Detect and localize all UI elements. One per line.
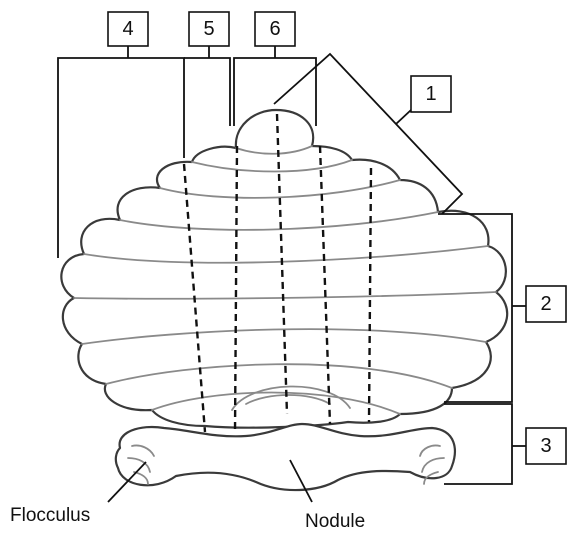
zone-boundaries: [182, 113, 373, 433]
nodule-pointer: [289, 459, 313, 503]
callout-4-number: 4: [122, 18, 133, 40]
fissure-line: [83, 245, 489, 264]
right-flocculus-fold: [421, 457, 445, 473]
fissure-line: [105, 363, 453, 389]
dashed-boundary: [318, 145, 332, 425]
callout-4: 4: [107, 11, 149, 47]
bracket-3: [444, 403, 513, 485]
callout-1-number: 1: [425, 83, 436, 105]
bracket-2: [438, 213, 513, 403]
left-flocculus-fold: [127, 457, 151, 473]
callout-1: 1: [410, 75, 452, 113]
dashed-boundary: [367, 167, 373, 423]
fissure-line: [73, 291, 497, 300]
cerebellum-body: [60, 108, 509, 429]
callout-3-number: 3: [540, 435, 551, 457]
left-flocculus-fold: [131, 444, 155, 457]
callout-2: 2: [525, 285, 567, 323]
callout-5-number: 5: [203, 18, 214, 40]
flocculus-pointer: [107, 461, 147, 503]
bracket-lines: [57, 46, 526, 503]
dashed-boundary: [182, 163, 207, 433]
callout-5: 5: [188, 11, 230, 47]
folia-lines: [73, 145, 497, 415]
flocculus-label: Flocculus: [10, 505, 90, 526]
fissure-line: [81, 328, 487, 345]
dashed-boundary: [275, 113, 289, 415]
fissure-line: [191, 159, 353, 173]
callout-3: 3: [525, 427, 567, 465]
bracket-5: [184, 57, 231, 126]
flocculonodular-lobe: [114, 422, 456, 492]
fissure-line: [235, 145, 313, 155]
right-flocculus-fold: [419, 444, 441, 457]
bracket-1-stem: [395, 109, 412, 125]
fissure-line: [119, 211, 439, 231]
callout-2-number: 2: [540, 293, 551, 315]
callout-6: 6: [254, 11, 296, 47]
fissure-line: [151, 391, 401, 415]
fissure-line: [245, 394, 331, 405]
right-flocculus-fold: [423, 471, 439, 485]
callout-6-number: 6: [269, 18, 280, 40]
fissure-line: [231, 385, 351, 411]
nodule-label: Nodule: [305, 511, 365, 532]
bracket-4: [57, 57, 185, 258]
